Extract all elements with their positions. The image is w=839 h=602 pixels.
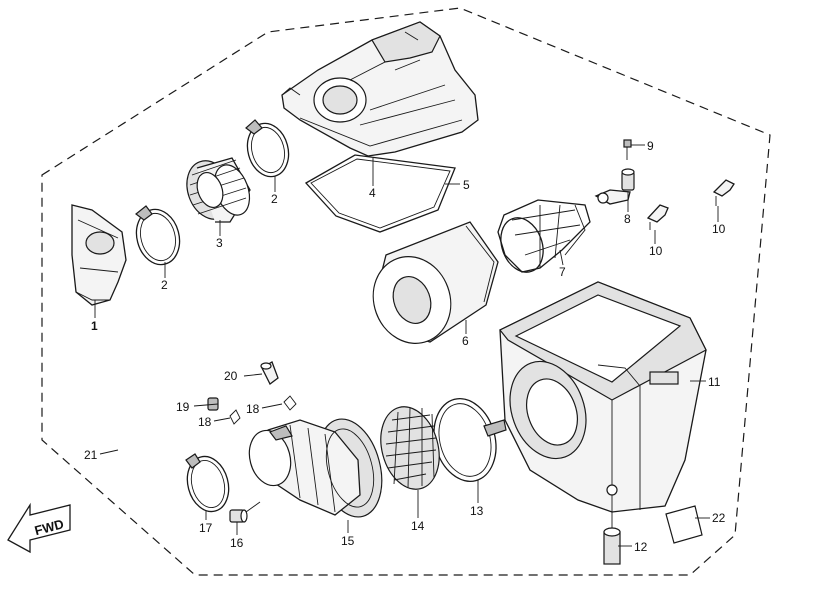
part-8-wing-bolt (594, 168, 635, 205)
callout-14: 14 (411, 519, 425, 533)
part-6-air-filter (372, 221, 499, 344)
callout-10-left: 10 (649, 244, 663, 258)
callout-12: 12 (634, 540, 648, 554)
part-3-intake-boot (186, 157, 251, 223)
fwd-label: FWD (33, 516, 65, 538)
part-22-label (665, 505, 703, 544)
callout-16: 16 (230, 536, 244, 550)
part-5-cover-gasket (304, 154, 456, 233)
callout-5: 5 (463, 178, 470, 192)
part-14-screen (380, 406, 440, 490)
part-2-lower-clamp (135, 205, 181, 266)
part-17-clamp (185, 453, 230, 513)
part-12-drain-tube (603, 512, 621, 565)
part-18-clip-left (229, 409, 241, 425)
part-2-upper-clamp (245, 119, 290, 178)
callout-19: 19 (176, 400, 190, 414)
callout-3: 3 (216, 236, 223, 250)
callout-21: 21 (84, 448, 98, 462)
callout-9: 9 (647, 139, 654, 153)
callout-2-upper: 2 (271, 192, 278, 206)
assembly-boundary (41, 7, 771, 576)
callout-18-left: 18 (198, 415, 212, 429)
callout-1: 1 (91, 319, 98, 333)
callout-13: 13 (470, 504, 484, 518)
callout-6: 6 (462, 334, 469, 348)
callout-17: 17 (199, 521, 213, 535)
callout-18-right: 18 (246, 402, 260, 416)
callout-22: 22 (712, 511, 726, 525)
callout-4: 4 (369, 186, 376, 200)
part-11-airbox-housing (499, 281, 707, 513)
callout-10-right: 10 (712, 222, 726, 236)
part-20-fitting (260, 361, 279, 385)
callout-15: 15 (341, 534, 355, 548)
part-15-intake-duct (248, 418, 383, 518)
callout-2-lower: 2 (161, 278, 168, 292)
callout-20: 20 (224, 369, 238, 383)
part-7-filter-cage (497, 199, 591, 273)
part-1-heat-shield (71, 204, 127, 306)
callout-11: 11 (708, 375, 721, 389)
fwd-direction-arrow: FWD (7, 502, 71, 554)
callout-8: 8 (624, 212, 631, 226)
part-9-screw (623, 139, 632, 160)
part-4-airbox-cover (281, 21, 479, 157)
part-16-nipple (229, 501, 261, 523)
callout-7: 7 (559, 265, 566, 279)
part-10-clip-right (712, 179, 735, 206)
part-10-clip-left (646, 204, 669, 230)
leader-lines (94, 144, 719, 547)
part-18-clip-right (283, 395, 297, 411)
callout-numbers: 1 2 2 3 4 5 6 7 8 9 10 10 11 12 13 14 15… (84, 139, 726, 554)
